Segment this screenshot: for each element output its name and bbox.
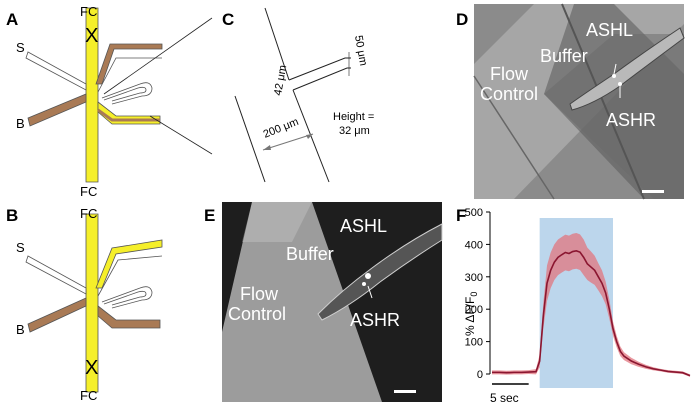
panel-d-micrograph: ASHL Buffer Flow Control ASHR bbox=[473, 3, 685, 200]
s-channel bbox=[25, 51, 87, 91]
ashr-label: ASHR bbox=[350, 310, 400, 330]
worm-trap bbox=[101, 82, 153, 105]
flow-control-stream bbox=[222, 202, 382, 402]
dim-200-arrow bbox=[262, 133, 314, 151]
block-mark: X bbox=[85, 357, 98, 379]
worm bbox=[569, 27, 685, 111]
upper-right-channel bbox=[95, 239, 163, 289]
y-tick-label: 200 bbox=[465, 304, 483, 316]
y-tick-label: 0 bbox=[477, 369, 483, 381]
y-tick-label: 500 bbox=[465, 207, 483, 219]
y-tick-label: 300 bbox=[465, 272, 483, 284]
panel-letter-f: F bbox=[456, 206, 467, 225]
height-line2: 32 μm bbox=[339, 125, 370, 137]
s-label: S bbox=[16, 240, 25, 255]
fc-top-label: FC bbox=[80, 4, 97, 19]
buffer-label: Buffer bbox=[286, 244, 334, 264]
ashr-label: ASHR bbox=[606, 110, 656, 130]
panel-e-micrograph: ASHL Buffer Flow Control ASHR bbox=[222, 202, 443, 402]
control-label: Control bbox=[228, 304, 286, 324]
flow-label: Flow bbox=[240, 284, 279, 304]
lower-right-channel bbox=[97, 305, 161, 329]
panel-letter-e: E bbox=[204, 206, 216, 225]
panel-c-diagram: 42 μm 50 μm 200 μm Height = 32 μm bbox=[234, 7, 374, 183]
time-scalebar-label: 5 sec bbox=[490, 391, 519, 405]
flow-label: Flow bbox=[490, 64, 529, 84]
side-channel bbox=[288, 57, 351, 91]
channel-wall bbox=[561, 3, 645, 200]
trace-line bbox=[492, 250, 691, 377]
upper-right-channel bbox=[95, 43, 163, 85]
control-label: Control bbox=[480, 84, 538, 104]
s-channel bbox=[25, 255, 87, 295]
buffer-label: Buffer bbox=[540, 46, 588, 66]
fc-bottom-label: FC bbox=[80, 388, 97, 403]
panel-b-schematic: X FC FC S B bbox=[16, 206, 163, 403]
scale-bar bbox=[394, 390, 416, 393]
worm-trap bbox=[101, 286, 153, 309]
panel-letter-c: C bbox=[222, 10, 235, 29]
worm bbox=[317, 223, 443, 321]
fc-bottom-label: FC bbox=[80, 184, 97, 199]
panel-f-chart: % ΔF/F0 0 100 200 300 400 500 5 sec bbox=[463, 207, 691, 405]
b-channel bbox=[27, 93, 87, 127]
ashl-label: ASHL bbox=[340, 216, 387, 236]
y-tick-label: 100 bbox=[465, 337, 483, 349]
channel-wall-upper bbox=[264, 7, 290, 81]
s-label: S bbox=[16, 40, 25, 55]
dim-main: 200 μm bbox=[262, 116, 301, 141]
fc-channel bbox=[85, 213, 99, 393]
panel-letter-a: A bbox=[6, 10, 19, 29]
b-channel bbox=[27, 297, 87, 333]
panel-letter-d: D bbox=[456, 10, 469, 29]
zoom-line-bottom bbox=[149, 115, 213, 155]
zoom-line-top bbox=[103, 17, 213, 95]
y-axis-label: % ΔF/F0 bbox=[463, 292, 479, 336]
buffer-stream bbox=[544, 34, 684, 199]
block-mark: X bbox=[85, 25, 98, 47]
ashl-label: ASHL bbox=[586, 20, 633, 40]
fc-channel bbox=[85, 7, 99, 183]
channel-wall-lower bbox=[234, 95, 266, 183]
fc-top-label: FC bbox=[80, 206, 97, 221]
dim-channel-width: 42 μm bbox=[272, 64, 289, 96]
panel-letter-b: B bbox=[6, 206, 19, 225]
b-label: B bbox=[16, 322, 25, 337]
panel-a-schematic: X FC FC S B bbox=[16, 4, 213, 199]
dim-tip: 50 μm bbox=[352, 34, 369, 66]
scale-bar bbox=[642, 190, 664, 193]
y-tick-label: 400 bbox=[465, 239, 483, 251]
height-line1: Height = bbox=[333, 111, 374, 123]
b-label: B bbox=[16, 116, 25, 131]
